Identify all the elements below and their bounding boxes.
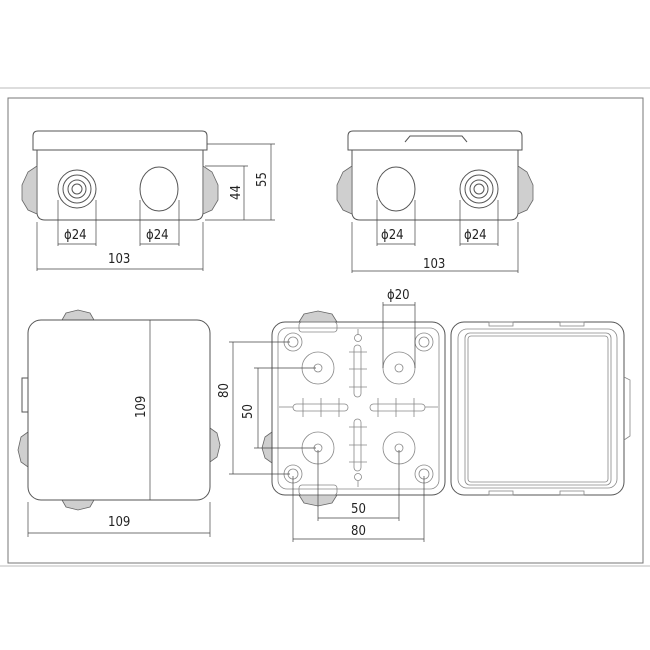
grommet-entry (57, 169, 97, 209)
side-grommet (336, 165, 353, 215)
front-view-left: ϕ24 ϕ24 103 44 55 (21, 130, 275, 271)
dim-body-height: 44 (229, 185, 244, 200)
rib-slots (279, 329, 438, 487)
mounting-holes (283, 332, 434, 484)
dim-hole-diameter: ϕ24 (146, 228, 169, 243)
dim-width: 103 (423, 257, 445, 272)
knockout-hole (139, 166, 179, 212)
side-grommet (202, 165, 219, 215)
dim-hole-diameter: ϕ24 (464, 228, 487, 243)
side-grommet (21, 165, 38, 215)
drawing-frame (7, 97, 644, 564)
dim-width: 109 (108, 515, 130, 530)
dim-inner-spacing-vertical: 50 (241, 404, 256, 419)
front-view-right: ϕ24 ϕ24 103 (336, 130, 534, 273)
grommet-entry (459, 169, 499, 209)
side-grommet (517, 165, 534, 215)
dim-hole-diameter: ϕ24 (381, 228, 404, 243)
dim-width: 103 (108, 252, 130, 267)
dim-hole-diameter: ϕ24 (64, 228, 87, 243)
top-view: 109 109 (17, 309, 221, 537)
dim-inner-spacing-horizontal: 50 (351, 502, 366, 517)
base-view: 80 50 ϕ20 50 80 (217, 288, 631, 542)
dim-total-height: 55 (255, 172, 270, 187)
dim-outer-spacing-horizontal: 80 (351, 524, 366, 539)
dim-height: 109 (134, 396, 149, 418)
dim-outer-spacing-vertical: 80 (217, 383, 232, 398)
dim-entry-diameter: ϕ20 (387, 288, 410, 303)
knockout-hole (376, 166, 416, 212)
lid-open (450, 321, 631, 496)
